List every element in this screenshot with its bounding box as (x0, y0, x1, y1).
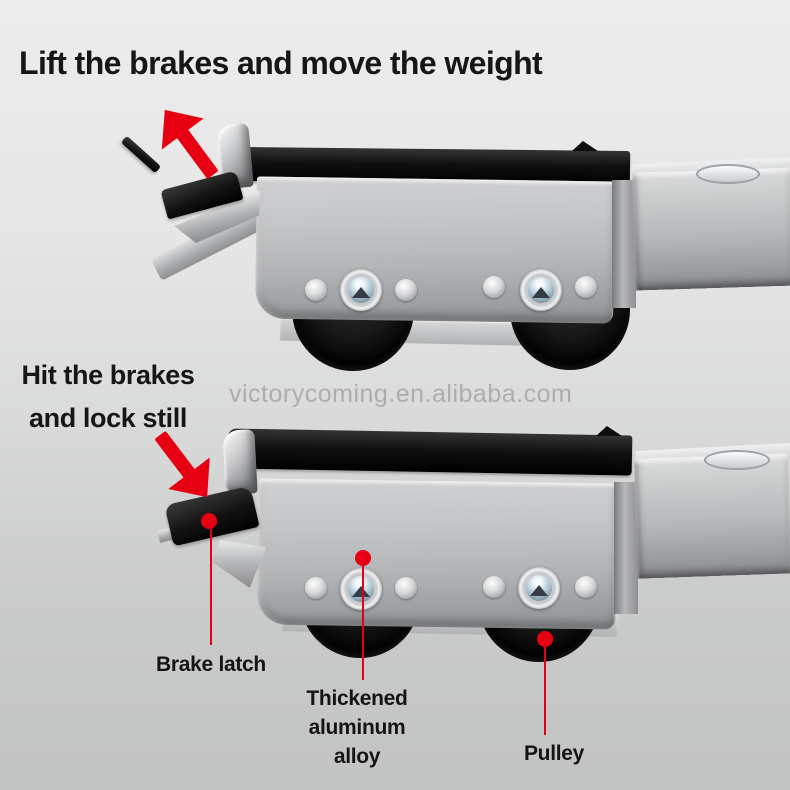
aluminum-bracket (255, 176, 615, 324)
instruction-line-1: Hit the brakes (21, 360, 195, 390)
callout-label-brake-latch: Brake latch (156, 653, 266, 676)
callout-line-brake-latch (210, 529, 212, 645)
rivet (575, 576, 597, 598)
rivet (395, 577, 417, 599)
aluminum-bracket (256, 478, 618, 630)
extension-arm (632, 167, 790, 291)
red-dot-marker-brake-latch (201, 513, 217, 529)
page-title: Lift the brakes and move the weight (19, 45, 543, 81)
instruction-line-2: and lock still (29, 403, 187, 433)
bracket-arm-joint (614, 482, 638, 614)
callout-line-aluminum (362, 566, 364, 680)
rivet (575, 276, 597, 298)
callout-label-aluminum-alloy: Thickened aluminum alloy (277, 684, 437, 771)
instruction-caption: Hit the brakes and lock still (0, 354, 216, 440)
callout-label-line: alloy (333, 745, 381, 768)
rivet (395, 279, 417, 301)
arm-bolt (696, 164, 760, 184)
rubber-pad (227, 428, 633, 476)
axle-bolt (340, 269, 382, 311)
axle-bolt-glint (530, 585, 548, 596)
red-dot-marker-aluminum (355, 550, 371, 566)
rubber-pad-tip (596, 426, 622, 436)
rivet (483, 276, 505, 298)
watermark-text: victorycoming.en.alibaba.com (229, 380, 573, 408)
axle-bolt-glint (352, 586, 370, 597)
callout-label-pulley: Pulley (523, 742, 585, 765)
axle-bolt (518, 567, 560, 609)
rubber-pad-tip (572, 141, 598, 151)
callout-label-line: aluminum (308, 716, 406, 739)
arrow-down-right-icon (154, 430, 228, 513)
rivet (305, 279, 327, 301)
red-dot-marker-pulley (537, 631, 553, 647)
rivet (483, 576, 505, 598)
arm-bolt (704, 450, 770, 470)
rivet (305, 577, 327, 599)
front-hook (222, 429, 258, 495)
axle-bolt (520, 269, 562, 311)
callout-line-pulley (544, 647, 546, 735)
arrow-up-left-icon (143, 94, 219, 180)
bracket-arm-joint (612, 180, 636, 308)
axle-bolt (340, 568, 382, 610)
axle-bolt-glint (532, 287, 550, 298)
extension-arm (633, 453, 790, 579)
axle-bolt-glint (352, 287, 370, 298)
callout-label-line: Thickened (306, 687, 408, 710)
